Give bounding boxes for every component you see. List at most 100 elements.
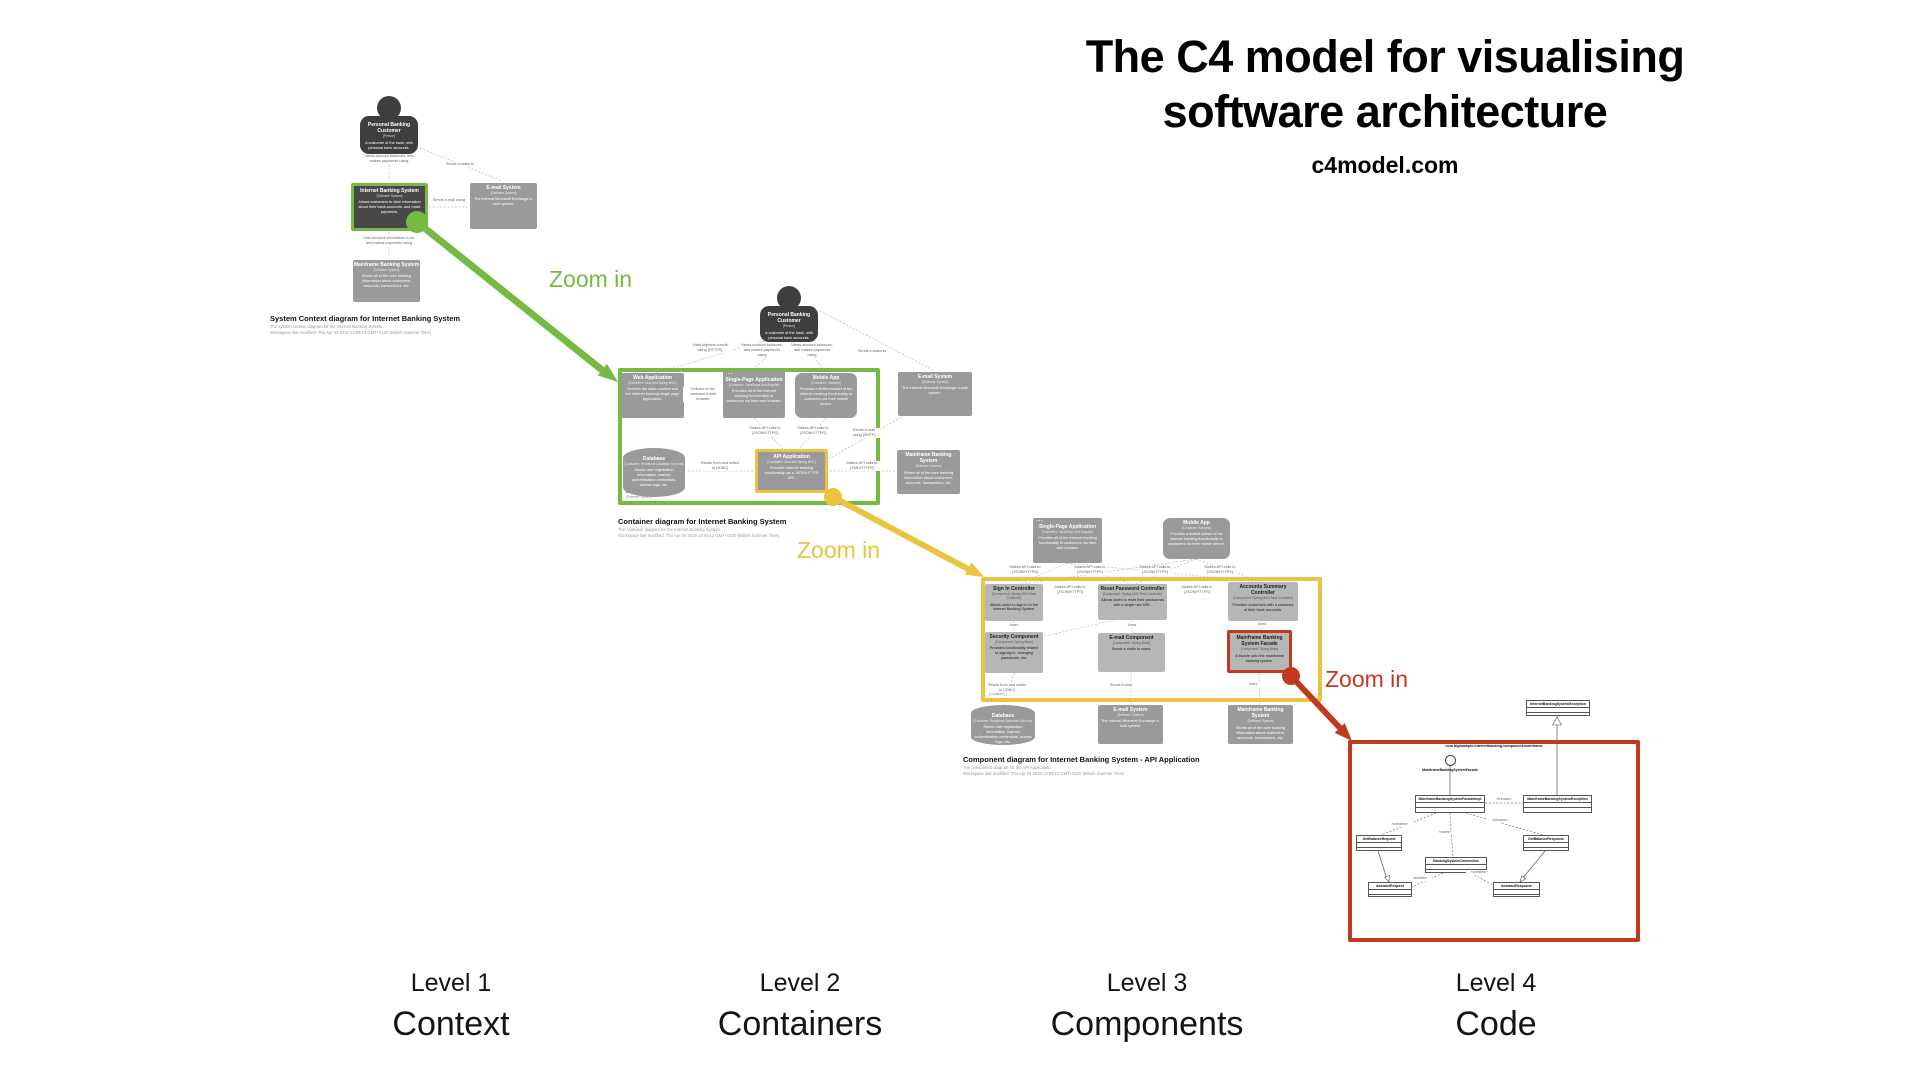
email-system: E-mail System[Software System]The intern… [898, 372, 972, 416]
person-icon [777, 286, 801, 310]
interface-name: MainframeBankingSystemFacade [1422, 767, 1478, 772]
node-meta: [Container: Xamarin] [811, 380, 841, 385]
abstract-response: AbstractResponse [1493, 882, 1540, 897]
level4-name: Code [1455, 1004, 1537, 1043]
relationship-label: Gets account information from, and makes… [360, 236, 418, 246]
mainframe-banking-system-facade: Mainframe Banking System Facade[Componen… [1227, 630, 1292, 673]
node-description: Provides customers with a summary of the… [1232, 602, 1294, 612]
code-boundary [1348, 740, 1640, 942]
node-meta: [Component: Spring MVC Rest Controller] [1233, 596, 1293, 600]
class-compartment [1426, 864, 1486, 869]
class-name: InternetBankingSystemException [1530, 702, 1586, 706]
class-name: GetBalanceRequest [1362, 837, 1396, 841]
relationship-label: Makes API calls to [JSON/HTTPS] [1204, 565, 1236, 575]
node-meta: [Container: JavaScript and Angular] [728, 382, 780, 387]
node-description: Provides a limited subset of the Interne… [799, 387, 853, 407]
mainframe-banking-system-facade-impl: MainframeBankingSystemFacadeImpl [1415, 795, 1485, 813]
relationship-label: Makes API calls to [JSON/HTTPS] [747, 426, 783, 436]
relationship-label: Makes API calls to [JSON/HTTPS] [1009, 565, 1041, 575]
node-title: Personal Banking Customer [767, 311, 811, 324]
email-system: E-mail System[Software System]The intern… [470, 183, 537, 229]
node-meta: [Software System] [922, 379, 948, 384]
relationship-label: «creates» [1387, 822, 1413, 827]
node-title: Database [991, 712, 1015, 719]
node-meta: [Container: JavaScript and Angular] [1042, 529, 1093, 534]
relationship-label: Makes API calls to [JSON/HTTPS] [1074, 565, 1106, 575]
node-meta: [Container: Relational Database Schema] [973, 718, 1033, 723]
node-title: E-mail Component [1109, 634, 1154, 641]
title-line-1: The C4 model for visualising [1085, 31, 1685, 82]
caption-workspace: Workspace last modified: Thu Apr 04 2019… [270, 330, 432, 336]
site-url: c4model.com [1311, 151, 1459, 178]
internet-banking-system-exception: InternetBankingSystemException [1526, 700, 1590, 716]
get-balance-request: GetBalanceRequest [1356, 835, 1402, 851]
browser-chrome-dots-icon [725, 372, 734, 375]
caption-workspace: Workspace last modified: Thu Apr 04 2019… [618, 533, 780, 539]
zoom-in-label-yellow: Zoom in [797, 537, 881, 563]
node-meta: [Container: Java and Spring MVC] [767, 459, 816, 464]
relationship-label: Reads from and writes to [JDBC] [988, 683, 1026, 693]
relationship-label: Sends e-mails to [440, 162, 480, 167]
footer-level2: Level 2 Containers [717, 969, 883, 1043]
node-title: API Application [773, 453, 810, 460]
node-title: E-mail System [486, 184, 521, 191]
caption-subtitle: The system context diagram for the Inter… [270, 324, 384, 330]
class-compartment [1357, 842, 1401, 847]
level3-component-diagram: API Application[Container]Single-Page Ap… [963, 515, 1335, 787]
api-application: API Application[Container: Java and Spri… [755, 449, 828, 493]
node-description: Provides all of the Internet banking fun… [1038, 536, 1097, 551]
node-meta: [Software System] [1117, 712, 1144, 717]
node-title: E-mail System [917, 373, 953, 380]
title-line-2: software architecture [1162, 85, 1608, 137]
node-description: A customer of the bank, with personal ba… [765, 330, 813, 340]
node-title: Security Component [989, 633, 1039, 640]
mainframe-banking-system: Mainframe Banking System[Software System… [353, 260, 420, 302]
package-name: com.bigbankplc.internetbanking.component… [1445, 744, 1543, 748]
relationship-label: «throws» [1491, 797, 1517, 802]
node-description: Stores all of the core banking informati… [361, 274, 412, 289]
class-compartment [1524, 847, 1568, 852]
reset-password-controller: Reset Password Controller[Component: Spr… [1098, 584, 1167, 620]
node-description: Sends e-mails to users. [1111, 647, 1152, 652]
database: Database[Container: Relational Database … [623, 448, 685, 497]
class-name: MainframeBankingSystemFacadeImpl [1418, 797, 1482, 801]
mobile-app: Mobile App[Container: Xamarin]Provides a… [1163, 518, 1230, 559]
node-description: The internal Microsoft Exchange e-mail s… [474, 197, 533, 207]
person-body: Personal Banking Customer[Person]A custo… [360, 116, 418, 154]
relationship-label: Views account balances, and makes paymen… [363, 154, 415, 164]
relationship-label: Uses [1123, 623, 1141, 628]
relationship-label: Views account balances, and makes paymen… [740, 343, 784, 358]
class-compartment [1416, 807, 1484, 812]
person-body: Personal Banking Customer[Person]A custo… [760, 306, 818, 342]
footer-level4: Level 4 Code [1455, 969, 1537, 1043]
mainframe-banking-system: Mainframe Banking System[Software System… [897, 450, 960, 494]
level2-name: Containers [717, 1004, 883, 1043]
relationship-label: «parses» [1487, 818, 1513, 823]
single-page-application: Single-Page Application[Container: JavaS… [723, 371, 785, 418]
node-description: A customer of the bank, with personal ba… [365, 140, 413, 150]
diagram-caption: Container diagram for Internet Banking S… [618, 517, 858, 539]
relationship-label: Uses [1005, 623, 1023, 628]
node-meta: [Software System] [915, 464, 942, 468]
zoom-in-label-red: Zoom in [1325, 666, 1409, 692]
zoom-in-label-green: Zoom in [549, 266, 633, 292]
database: Database[Container: Relational Database … [971, 705, 1035, 745]
relationship-label: «creates» [1466, 870, 1492, 875]
level3-label: Level 3 [1106, 969, 1188, 997]
caption-workspace: Workspace last modified: Thu Apr 04 2019… [963, 771, 1125, 777]
class-name: GetBalanceResponse [1528, 837, 1564, 841]
node-title: Mainframe Banking System [353, 261, 420, 268]
node-title: Web Application [633, 374, 672, 381]
relationship-label: Makes API calls to [XML/HTTPS] [842, 461, 882, 471]
caption-title: Component diagram for Internet Banking S… [963, 755, 1200, 764]
level4-code-diagram: InternetBankingSystemException com.bigban… [1348, 698, 1644, 948]
caption-subtitle: The container diagram for the Internet B… [618, 527, 721, 533]
relationship-label: «sends» [1408, 876, 1432, 881]
relationship-label: Sends e-mail [1107, 683, 1135, 688]
class-compartment [1494, 894, 1539, 899]
node-description: Provides Internet banking functionality … [764, 466, 819, 481]
relationship-label: Uses [1244, 682, 1262, 687]
node-meta: [Container: Relational Database Schema] [624, 461, 684, 466]
class-compartment [1426, 869, 1486, 874]
class-compartment [1524, 802, 1591, 807]
